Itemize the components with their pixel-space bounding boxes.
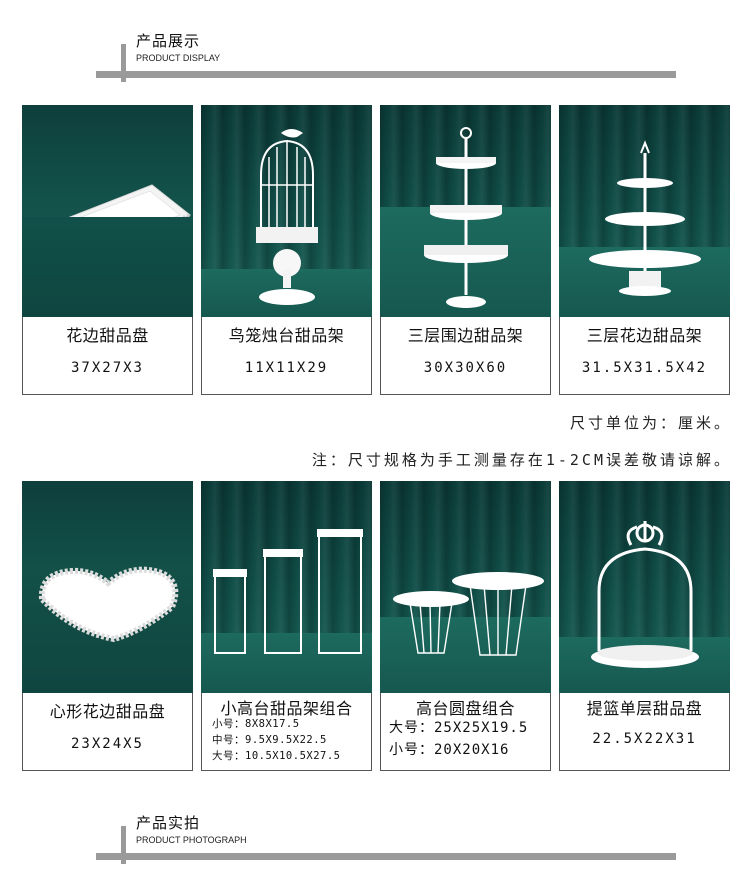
- product-name: 小高台甜品架组合: [220, 699, 353, 718]
- product-card[interactable]: 心形花边甜品盘 23X24X5: [22, 481, 193, 771]
- product-size: 23X24X5: [70, 736, 144, 752]
- product-caption: 鸟笼烛台甜品架 11X11X29: [201, 317, 372, 395]
- product-card[interactable]: 鸟笼烛台甜品架 11X11X29: [201, 105, 372, 395]
- three-tier-lace-stand-icon: [589, 140, 701, 296]
- product-caption: 高台圆盘组合 大号：25X25X19.5 小号：20X20X16: [380, 693, 551, 771]
- product-name: 鸟笼烛台甜品架: [228, 326, 345, 345]
- product-grid-row1: 花边甜品盘 37X27X3 鸟笼烛台甜品架: [22, 105, 730, 395]
- product-card[interactable]: 高台圆盘组合 大号：25X25X19.5 小号：20X20X16: [380, 481, 551, 771]
- product-caption: 三层围边甜品架 30X30X60: [380, 317, 551, 395]
- product-size: 11X11X29: [244, 360, 329, 376]
- product-card[interactable]: 小高台甜品架组合 小号：8X8X17.5 中号：9.5X9.5X22.5 大号：…: [201, 481, 372, 771]
- product-photo: [559, 105, 730, 317]
- product-grid-row2: 心形花边甜品盘 23X24X5 小高台甜品架组合 小号：8X8X17.5: [22, 481, 730, 771]
- display-header-title: 产品展示: [136, 32, 201, 50]
- product-card[interactable]: 花边甜品盘 37X27X3: [22, 105, 193, 395]
- display-header: 产品展示 PRODUCT DISPLAY: [0, 30, 750, 90]
- product-size-list: 小号：8X8X17.5 中号：9.5X9.5X22.5 大号：10.5X10.5…: [212, 716, 341, 764]
- unit-note: 尺寸单位为：厘米。: [569, 414, 732, 432]
- product-name: 三层花边甜品架: [586, 326, 703, 345]
- size-large: 大号：25X25X19.5: [389, 720, 529, 736]
- product-caption: 花边甜品盘 37X27X3: [22, 317, 193, 395]
- round-cake-stands-icon: [393, 572, 544, 656]
- birdcage-stand-icon: [256, 129, 318, 305]
- product-caption: 提篮单层甜品盘 22.5X22X31: [559, 693, 730, 771]
- product-size-list: 大号：25X25X19.5 小号：20X20X16: [389, 717, 528, 761]
- product-caption: 小高台甜品架组合 小号：8X8X17.5 中号：9.5X9.5X22.5 大号：…: [201, 693, 372, 771]
- product-card[interactable]: 三层围边甜品架 30X30X60: [380, 105, 551, 395]
- product-size: 30X30X60: [423, 360, 508, 376]
- product-caption: 三层花边甜品架 31.5X31.5X42: [559, 317, 730, 395]
- product-name: 高台圆盘组合: [415, 699, 515, 718]
- header-horizontal-bar: [96, 71, 676, 78]
- heart-tray-icon: [38, 566, 179, 643]
- product-size: 31.5X31.5X42: [581, 360, 708, 376]
- product-size: 37X27X3: [70, 360, 144, 376]
- product-photo: [559, 481, 730, 693]
- product-name: 心形花边甜品盘: [49, 702, 166, 721]
- product-photo: [201, 481, 372, 693]
- product-name: 三层围边甜品架: [407, 326, 524, 345]
- product-photo: [22, 481, 193, 693]
- product-photo: [22, 105, 193, 317]
- header-vertical-bar: [121, 826, 126, 864]
- pedestal-set-icon: [213, 529, 363, 654]
- product-name: 提篮单层甜品盘: [586, 699, 703, 718]
- product-caption: 心形花边甜品盘 23X24X5: [22, 693, 193, 771]
- basket-tray-icon: [591, 521, 699, 668]
- header-vertical-bar: [121, 44, 126, 82]
- product-card[interactable]: 三层花边甜品架 31.5X31.5X42: [559, 105, 730, 395]
- tolerance-note: 注：尺寸规格为手工测量存在1-2CM误差敬请谅解。: [311, 451, 732, 469]
- size-large: 大号：10.5X10.5X27.5: [212, 750, 341, 762]
- product-photo: [201, 105, 372, 317]
- size-small: 小号：8X8X17.5: [212, 718, 300, 730]
- product-photo: [380, 481, 551, 693]
- photograph-header-subtitle: PRODUCT PHOTOGRAPH: [136, 835, 247, 845]
- product-name: 花边甜品盘: [66, 326, 149, 345]
- header-horizontal-bar: [96, 853, 676, 860]
- display-header-subtitle: PRODUCT DISPLAY: [136, 53, 221, 63]
- size-medium: 中号：9.5X9.5X22.5: [212, 734, 327, 746]
- photograph-header-title: 产品实拍: [136, 814, 201, 832]
- three-tier-rim-stand-icon: [424, 127, 508, 308]
- product-card[interactable]: 提篮单层甜品盘 22.5X22X31: [559, 481, 730, 771]
- product-size: 22.5X22X31: [592, 731, 697, 747]
- product-photo: [380, 105, 551, 317]
- photograph-header: 产品实拍 PRODUCT PHOTOGRAPH: [0, 812, 750, 872]
- size-small: 小号：20X20X16: [389, 742, 510, 758]
